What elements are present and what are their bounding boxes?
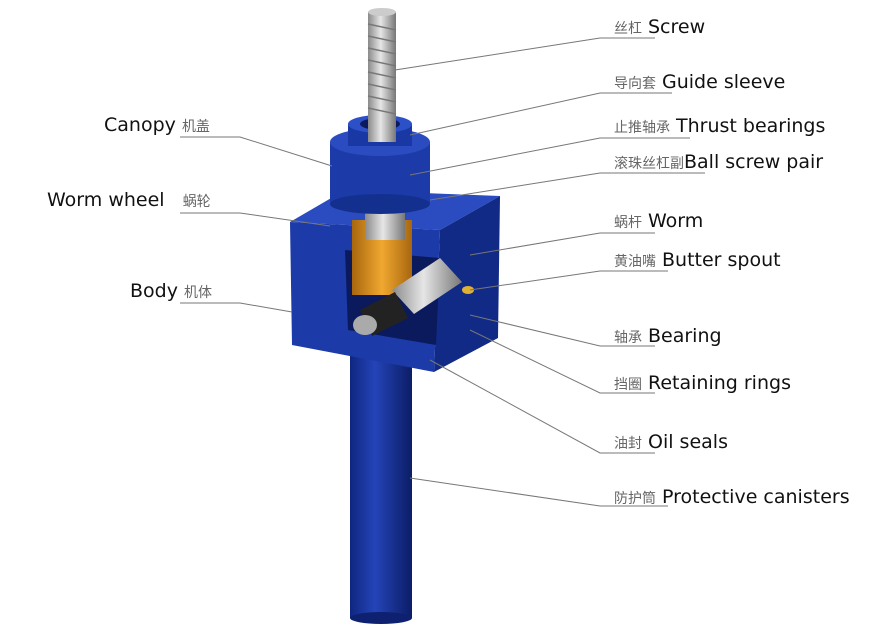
label-guide-sleeve: 导向套 Guide sleeve [614,70,785,96]
label-oil-seals: 油封 Oil seals [614,430,728,456]
label-zh: 导向套 [614,76,656,92]
label-worm-wheel: Worm wheel 蜗轮 [47,188,217,214]
label-protective-canisters: 防护筒 Protective canisters [614,485,850,511]
label-ball-screw-pair: 滚珠丝杠副Ball screw pair [614,150,823,176]
label-en: Oil seals [648,431,728,453]
label-zh: 机体 [184,285,213,301]
label-zh: 防护筒 [614,491,656,507]
screw [367,8,397,142]
label-en: Worm [648,210,704,232]
label-worm: 蜗杆 Worm [614,209,703,235]
worm [353,258,474,336]
label-zh: 蜗杆 [614,215,642,231]
label-en: Screw [648,16,706,38]
label-zh: 轴承 [614,330,642,346]
label-zh: 滚珠丝杠副 [614,156,684,172]
label-zh: 机盖 [181,119,210,135]
label-en: Canopy [104,114,176,136]
label-zh: 油封 [614,436,642,452]
label-zh: 丝杠 [614,21,642,37]
label-en: Butter spout [662,249,781,271]
label-zh: 挡圈 [614,377,642,393]
label-canopy: Canopy 机盖 [104,113,216,139]
label-en: Protective canisters [662,486,850,508]
label-zh: 蜗轮 [182,194,211,210]
label-bearing: 轴承 Bearing [614,324,722,350]
label-screw: 丝杠 Screw [614,15,705,41]
label-retaining-rings: 挡圈 Retaining rings [614,371,791,397]
leader-lines [180,37,705,507]
label-butter-spout: 黄油嘴 Butter spout [614,248,781,274]
label-zh: 黄油嘴 [614,254,656,270]
label-body: Body 机体 [130,279,218,305]
label-en: Retaining rings [648,372,791,394]
label-en: Worm wheel [47,189,165,211]
label-en: Body [130,280,178,302]
label-thrust-bearings: 止推轴承 Thrust bearings [614,114,825,140]
protective-canister [350,330,412,624]
worm-shaft-end [353,315,377,335]
label-en: Bearing [648,325,722,347]
label-en: Ball screw pair [684,151,824,173]
butter-spout [462,286,474,294]
label-en: Thrust bearings [676,115,826,137]
label-en: Guide sleeve [662,71,786,93]
label-zh: 止推轴承 [614,120,670,136]
